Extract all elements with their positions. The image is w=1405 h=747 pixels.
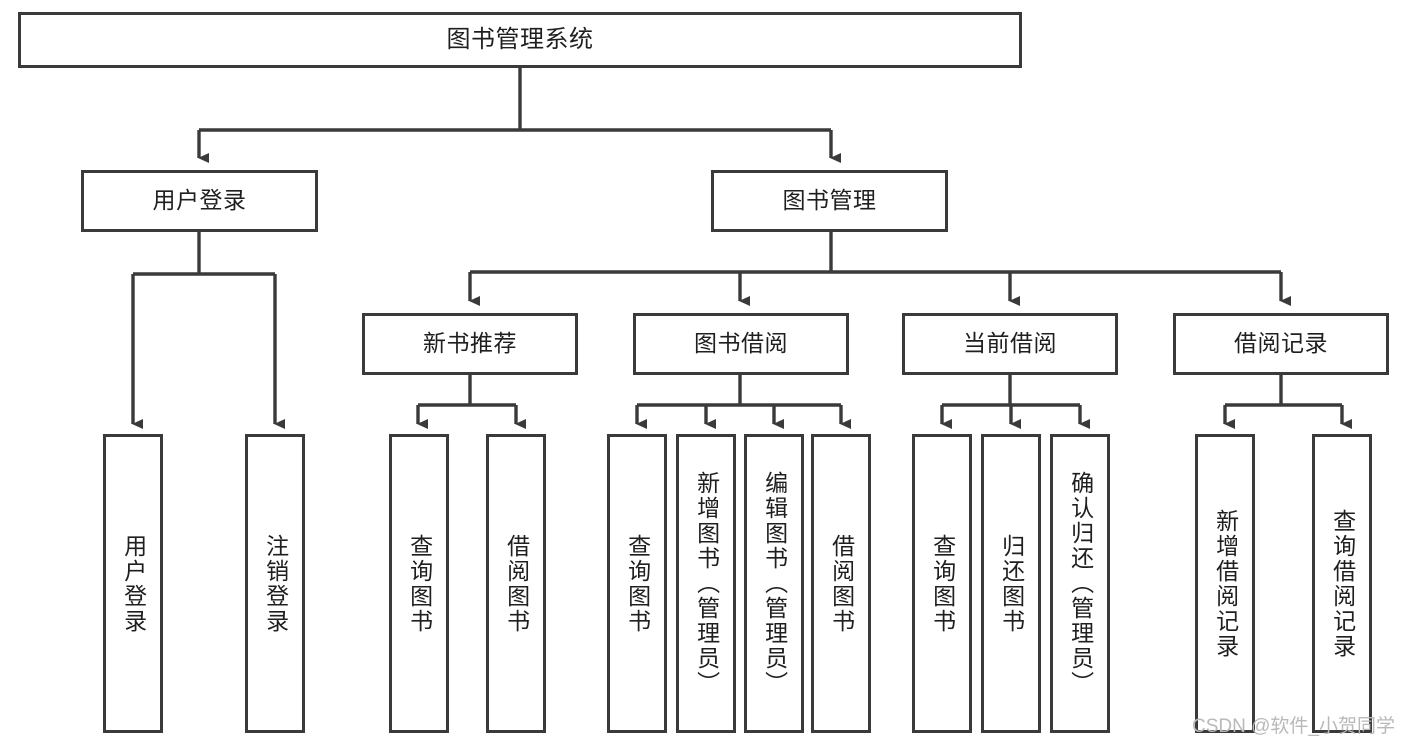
watermark-label: CSDN @软件_小贺同学: [1192, 716, 1395, 737]
node-book-borrow[interactable]: 图书借阅: [633, 313, 849, 375]
node-current-borrow[interactable]: 当前借阅: [902, 313, 1118, 375]
node-leaf-add-book[interactable]: 新增图书（管理员）: [676, 434, 736, 733]
node-leaf-return-book-label: 归还图书: [998, 533, 1025, 634]
node-borrow-record-label: 借阅记录: [1234, 330, 1328, 357]
node-leaf-add-book-label: 新增图书（管理员）: [693, 471, 720, 696]
node-leaf-add-record-label: 新增借阅记录: [1212, 508, 1239, 659]
node-leaf-user-login-label: 用户登录: [120, 533, 147, 634]
node-leaf-logout[interactable]: 注销登录: [245, 434, 305, 733]
node-book-borrow-label: 图书借阅: [694, 330, 788, 357]
node-leaf-query-book-1[interactable]: 查询图书: [389, 434, 449, 733]
node-leaf-edit-book-label: 编辑图书（管理员）: [761, 471, 788, 696]
node-leaf-query-book-2[interactable]: 查询图书: [607, 434, 667, 733]
node-book-manage-label: 图书管理: [782, 187, 877, 214]
node-leaf-add-record[interactable]: 新增借阅记录: [1195, 434, 1255, 733]
node-leaf-borrow-book-1-label: 借阅图书: [503, 533, 530, 634]
node-current-borrow-label: 当前借阅: [963, 330, 1057, 357]
node-root[interactable]: 图书管理系统: [18, 12, 1022, 68]
node-user-login[interactable]: 用户登录: [81, 170, 318, 232]
node-leaf-return-book[interactable]: 归还图书: [981, 434, 1041, 733]
node-leaf-query-book-3-label: 查询图书: [929, 533, 956, 634]
node-leaf-query-book-2-label: 查询图书: [624, 533, 651, 634]
node-leaf-borrow-book-1[interactable]: 借阅图书: [486, 434, 546, 733]
node-leaf-edit-book[interactable]: 编辑图书（管理员）: [744, 434, 804, 733]
node-leaf-user-login[interactable]: 用户登录: [103, 434, 163, 733]
node-leaf-query-book-3[interactable]: 查询图书: [912, 434, 972, 733]
node-leaf-query-record[interactable]: 查询借阅记录: [1312, 434, 1372, 733]
node-leaf-borrow-book-2-label: 借阅图书: [828, 533, 855, 634]
node-leaf-query-book-1-label: 查询图书: [406, 533, 433, 634]
node-book-manage[interactable]: 图书管理: [711, 170, 948, 232]
node-borrow-record[interactable]: 借阅记录: [1173, 313, 1389, 375]
node-leaf-confirm-return-label: 确认归还（管理员）: [1067, 471, 1094, 696]
node-root-label: 图书管理系统: [446, 25, 594, 53]
node-leaf-borrow-book-2[interactable]: 借阅图书: [811, 434, 871, 733]
node-user-login-label: 用户登录: [152, 187, 247, 214]
node-new-book-rec-label: 新书推荐: [423, 330, 517, 357]
node-leaf-query-record-label: 查询借阅记录: [1329, 508, 1356, 659]
node-new-book-rec[interactable]: 新书推荐: [362, 313, 578, 375]
node-leaf-logout-label: 注销登录: [262, 533, 289, 634]
node-leaf-confirm-return[interactable]: 确认归还（管理员）: [1050, 434, 1110, 733]
